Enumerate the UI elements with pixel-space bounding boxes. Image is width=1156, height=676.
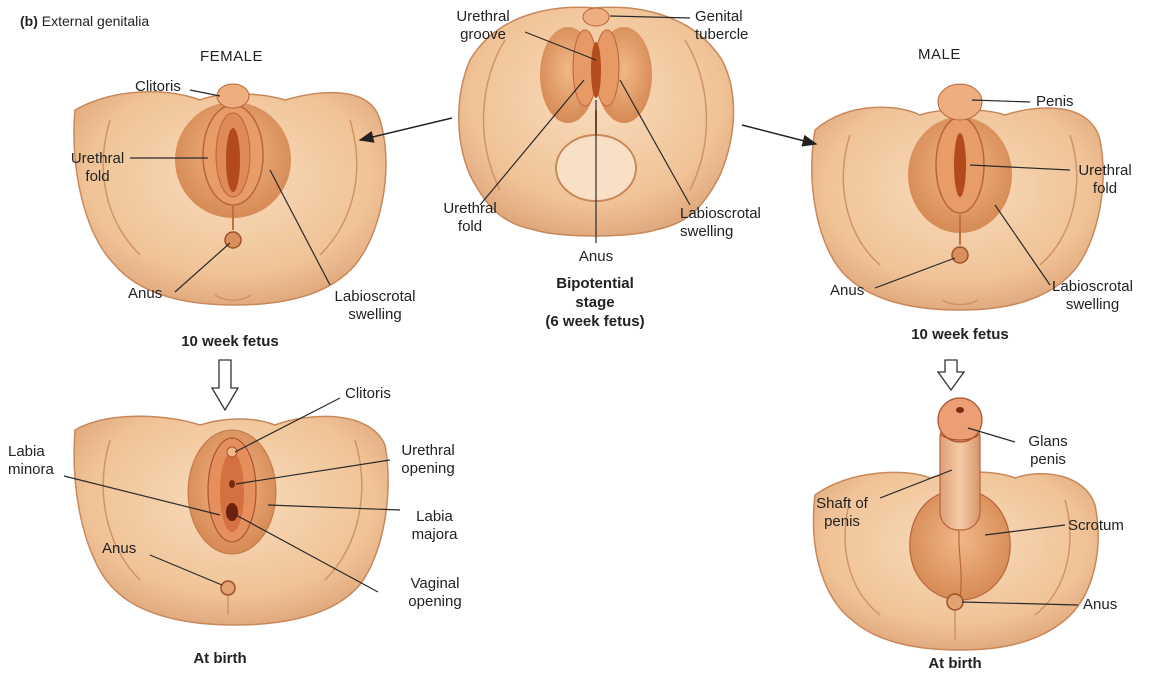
hollow-arrow-female	[212, 360, 238, 410]
label-fb-anus: Anus	[102, 540, 136, 558]
label-f10-clitoris: Clitoris	[135, 78, 181, 96]
label-center-labioscrotal: Labioscrotal swelling	[680, 205, 761, 241]
label-mb-glans: Glans penis	[1012, 433, 1084, 469]
label-center-urethral-fold: Urethral fold	[430, 200, 510, 236]
hollow-arrow-male	[938, 360, 964, 390]
section-male: MALE	[918, 46, 961, 64]
male-birth-anus	[947, 594, 963, 610]
label-center-anus: Anus	[570, 248, 622, 266]
caption-center-line3: (6 week fetus)	[525, 313, 665, 331]
label-fb-labia-majora: Labia majora	[402, 508, 467, 544]
female-10wk-art	[74, 84, 386, 305]
label-fb-urethral-opening: Urethral opening	[388, 442, 468, 478]
center-genital-tubercle	[583, 8, 609, 26]
label-f10-labioscrotal: Labioscrotal swelling	[315, 288, 435, 324]
label-m10-penis: Penis	[1036, 93, 1074, 111]
header-prefix: (b)	[20, 13, 38, 29]
caption-male-birth: At birth	[895, 655, 1015, 673]
label-m10-urethral-fold: Urethral fold	[1065, 162, 1145, 198]
section-female: FEMALE	[200, 48, 263, 66]
female-birth-vaginal-opening	[226, 503, 238, 521]
center-urethral-groove	[591, 42, 601, 98]
male-10wk-penis	[938, 84, 982, 120]
label-fb-vaginal-opening: Vaginal opening	[395, 575, 475, 611]
caption-female-birth: At birth	[160, 650, 280, 668]
label-mb-scrotum: Scrotum	[1068, 517, 1124, 535]
female-birth-anus	[221, 581, 235, 595]
label-center-genital-tubercle: Genital tubercle	[695, 8, 748, 44]
female-10wk-clitoris	[217, 84, 249, 108]
female-birth-art	[74, 416, 388, 625]
male-10wk-groove	[954, 133, 966, 197]
caption-center-line1: Bipotential	[525, 275, 665, 293]
label-m10-labioscrotal: Labioscrotal swelling	[1035, 278, 1150, 314]
caption-center-line2: stage	[525, 294, 665, 312]
leader-f10-clitoris	[190, 90, 220, 96]
male-10wk-anus	[952, 247, 968, 263]
label-f10-urethral-fold: Urethral fold	[60, 150, 135, 186]
female-birth-urethral-opening	[229, 480, 235, 488]
male-10wk-art	[812, 84, 1103, 310]
arrow-to-male	[742, 125, 816, 144]
label-f10-anus: Anus	[128, 285, 162, 303]
header-title: External genitalia	[42, 13, 149, 29]
male-birth-glans	[938, 398, 982, 442]
female-10wk-groove	[226, 128, 240, 192]
male-birth-meatus	[956, 407, 964, 413]
label-mb-anus: Anus	[1083, 596, 1117, 614]
label-fb-labia-minora: Labia minora	[8, 443, 54, 479]
caption-male-10wk: 10 week fetus	[880, 326, 1040, 344]
figure-header: (b) External genitalia	[20, 12, 149, 30]
label-fb-clitoris: Clitoris	[345, 385, 391, 403]
caption-female-10wk: 10 week fetus	[150, 333, 310, 351]
label-m10-anus: Anus	[830, 282, 864, 300]
label-center-urethral-groove: Urethral groove	[438, 8, 528, 44]
label-mb-shaft: Shaft of penis	[802, 495, 882, 531]
